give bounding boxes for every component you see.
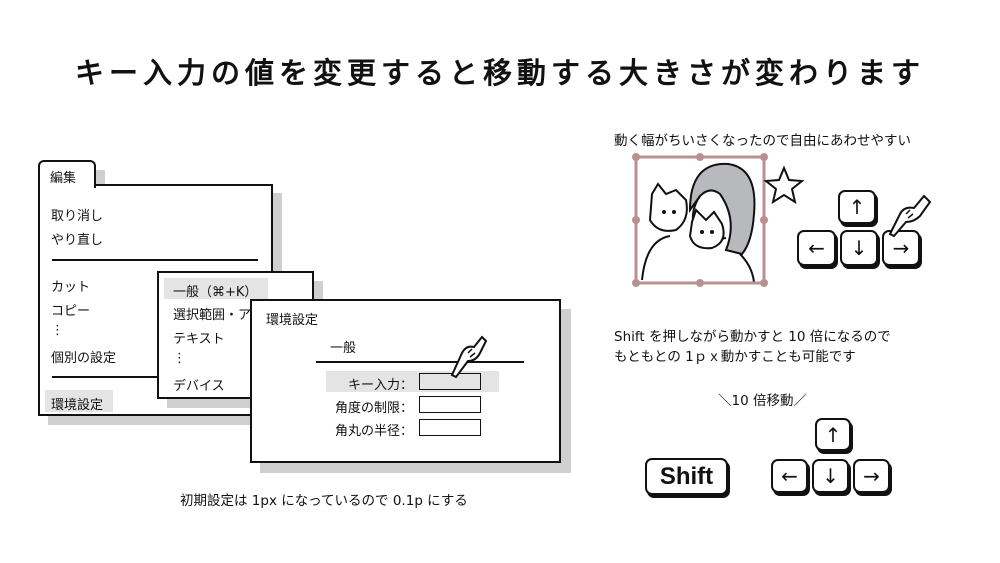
corner-radius-input[interactable] bbox=[419, 419, 481, 436]
section-divider bbox=[316, 361, 524, 363]
preferences-dialog: 環境設定 一般 キー入力： 角度の制限： 角丸の半径： bbox=[250, 299, 561, 463]
submenu-item-general[interactable]: 一般（⌘+K） bbox=[173, 285, 258, 300]
star-icon bbox=[763, 165, 805, 205]
submenu-item-more: ⋮ bbox=[173, 351, 186, 366]
shift-note-line-2: もともとの 1ｐｘ動かすことも可能です bbox=[614, 349, 856, 365]
menu-item-more: ⋮ bbox=[51, 323, 64, 338]
menu-item-cut[interactable]: カット bbox=[51, 280, 91, 295]
shift-note-line-1: Shift を押しながら動かすと 10 倍になるので bbox=[614, 329, 891, 345]
menu-item-individual-settings[interactable]: 個別の設定 bbox=[51, 351, 117, 366]
caption-left: 初期設定は 1px になっているので 0.1p にする bbox=[180, 493, 468, 509]
woman-with-cats-illustration bbox=[641, 162, 756, 283]
arrow-right-key[interactable]: → bbox=[882, 230, 920, 266]
arrow-right-key-2[interactable]: → bbox=[853, 459, 890, 493]
key-increment-input[interactable] bbox=[419, 373, 481, 390]
menu-item-preferences-highlight bbox=[45, 390, 113, 412]
menu-divider bbox=[52, 259, 258, 261]
shift-key[interactable]: Shift bbox=[645, 458, 728, 495]
selected-illustration[interactable] bbox=[630, 150, 810, 290]
section-title: 一般 bbox=[330, 341, 357, 356]
pointing-hand-icon bbox=[888, 194, 932, 238]
menu-divider bbox=[52, 376, 162, 378]
arrow-up-key[interactable]: ↑ bbox=[838, 190, 876, 224]
submenu-highlight bbox=[164, 278, 268, 299]
submenu-item-text[interactable]: テキスト bbox=[173, 332, 225, 347]
menu-item-copy[interactable]: コピー bbox=[51, 304, 91, 319]
arrow-down-key-2[interactable]: ↓ bbox=[812, 459, 849, 493]
menu-item-preferences[interactable]: 環境設定 bbox=[51, 398, 104, 413]
menu-item-redo[interactable]: やり直し bbox=[51, 233, 104, 248]
edit-menu-tab-label: 編集 bbox=[50, 171, 77, 186]
ten-times-label: ＼10 倍移動／ bbox=[718, 393, 807, 409]
selection-handles bbox=[632, 153, 768, 287]
arrow-left-key[interactable]: ← bbox=[797, 230, 836, 266]
page-title: キー入力の値を変更すると移動する大きさが変わります bbox=[74, 56, 925, 90]
constrain-angle-input[interactable] bbox=[419, 396, 481, 413]
field-label-key-increment: キー入力： bbox=[347, 378, 413, 393]
caption-top-right: 動く幅がちいさくなったので自由にあわせやすい bbox=[614, 133, 911, 149]
submenu-item-selection[interactable]: 選択範囲・ア bbox=[173, 308, 252, 323]
submenu-item-devices[interactable]: デバイス bbox=[173, 379, 225, 394]
arrow-up-key-2[interactable]: ↑ bbox=[815, 418, 851, 451]
dialog-title: 環境設定 bbox=[266, 313, 319, 328]
edit-menu-tab[interactable]: 編集 bbox=[38, 160, 96, 188]
pointing-hand-icon bbox=[450, 335, 488, 379]
menu-item-undo[interactable]: 取り消し bbox=[51, 209, 104, 224]
field-label-corner-radius: 角丸の半径： bbox=[334, 424, 413, 439]
arrow-left-key-2[interactable]: ← bbox=[771, 459, 808, 493]
field-label-constrain-angle: 角度の制限： bbox=[334, 401, 413, 416]
arrow-down-key[interactable]: ↓ bbox=[840, 230, 878, 266]
